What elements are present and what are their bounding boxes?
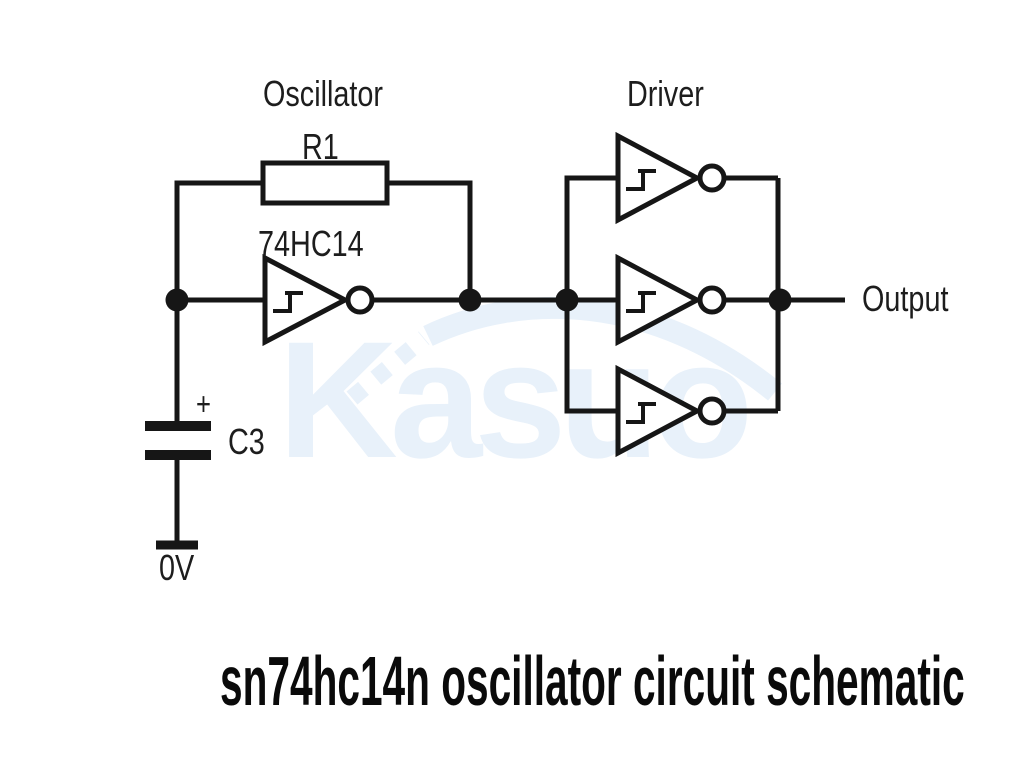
oscillator-section-label: Oscillator	[263, 73, 384, 114]
ground-label: 0V	[159, 547, 195, 588]
driver-inverter-mid-bubble	[697, 285, 727, 315]
driver-section-label: Driver	[627, 73, 704, 114]
wire-feedback-right	[387, 180, 473, 300]
driver-inverter-bottom-bubble	[697, 396, 727, 426]
oscillator-inverter-bubble	[345, 285, 375, 315]
oscillator-inverter-triangle	[262, 253, 351, 347]
ic-label: 74HC14	[258, 223, 364, 264]
capacitor-polarity-label: +	[196, 386, 211, 422]
junction-dot	[165, 288, 189, 312]
schmitt-hysteresis-icon	[273, 291, 303, 313]
driver-inverter-top-bubble	[697, 163, 727, 193]
driver-inverter-bottom-triangle	[615, 364, 703, 458]
schmitt-hysteresis-icon	[626, 402, 656, 424]
junction-dot	[768, 288, 792, 312]
resistor-label: R1	[302, 126, 339, 167]
driver-inverter-mid-triangle	[615, 253, 703, 347]
driver-inverter-top-triangle	[615, 131, 703, 225]
wire-left-rail	[174, 180, 263, 421]
junction-dot	[458, 288, 482, 312]
watermark-arc	[423, 296, 782, 401]
schmitt-hysteresis-icon	[626, 169, 656, 191]
output-label: Output	[862, 278, 949, 319]
capacitor-label: C3	[228, 421, 265, 462]
image-caption: sn74hc14n oscillator circuit schematic	[220, 642, 965, 720]
junction-dot	[555, 288, 579, 312]
schmitt-hysteresis-icon	[626, 291, 656, 313]
resistor-symbol	[260, 160, 390, 206]
